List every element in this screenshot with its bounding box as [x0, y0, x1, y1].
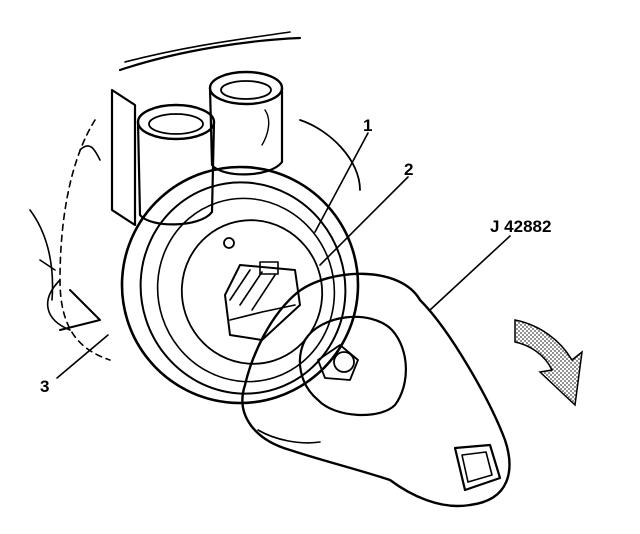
callout-2: 2 — [404, 160, 413, 179]
sensor-connector — [224, 261, 301, 341]
callout-3: 3 — [40, 377, 49, 396]
engine-housing — [29, 31, 361, 361]
rotation-arrow — [514, 319, 583, 407]
tool-j42882 — [241, 272, 511, 508]
port-tubes — [110, 70, 284, 227]
flange-housing — [120, 165, 360, 405]
leader-lines — [56, 132, 511, 379]
callout-tool: J 42882 — [490, 217, 551, 236]
callout-1: 1 — [363, 116, 372, 135]
